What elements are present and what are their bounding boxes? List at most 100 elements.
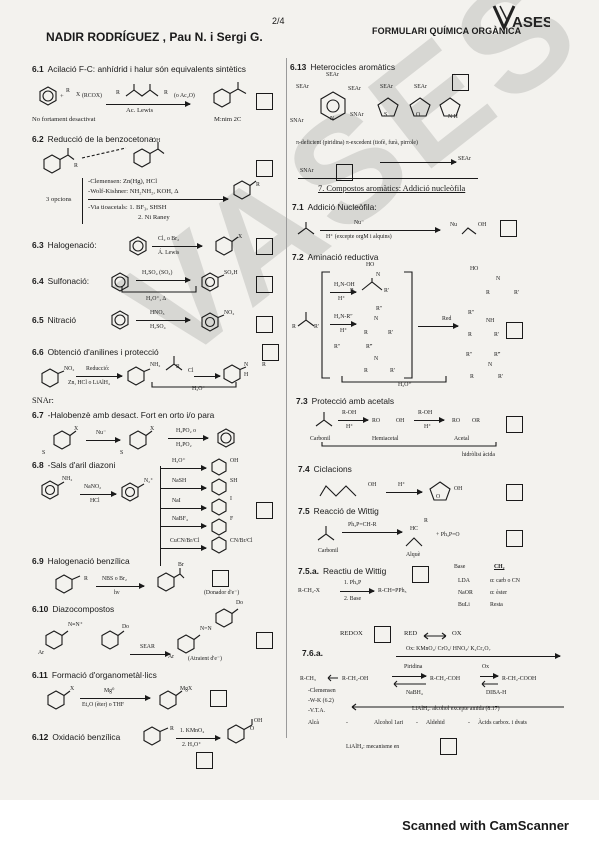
label-snar: SNAr xyxy=(290,118,304,124)
reaction-arrow xyxy=(418,323,459,329)
amide-product xyxy=(223,364,247,384)
checkbox-icon[interactable] xyxy=(212,570,229,587)
class-label: Alcà xyxy=(308,720,319,726)
label-no2: NO₂ xyxy=(224,310,235,316)
checkbox-icon[interactable] xyxy=(506,416,523,433)
label-sear: SEAr xyxy=(380,84,393,90)
checkbox-icon[interactable] xyxy=(452,74,469,91)
checkbox-icon[interactable] xyxy=(256,632,273,649)
vases-logo-icon: ASES xyxy=(492,5,550,32)
reagent-label: DIBA-H xyxy=(486,690,507,696)
label-ar: Ar xyxy=(168,654,175,660)
checkbox-icon[interactable] xyxy=(506,484,523,501)
halobenzene-product xyxy=(215,236,239,256)
benzene-ring-icon xyxy=(111,310,129,330)
label-rcho: R-CH₂-COH xyxy=(430,676,461,682)
thiophenol-product xyxy=(211,478,227,496)
camscanner-footer: Scanned with CamScanner xyxy=(402,818,569,833)
label-r: R xyxy=(486,290,490,296)
benzene-ring-icon xyxy=(111,272,129,292)
acetal-label: Acetal xyxy=(454,436,470,442)
checkbox-icon[interactable] xyxy=(506,322,523,339)
reverse-arrow xyxy=(327,674,338,682)
label-rcox: (RCOX) xyxy=(82,93,102,99)
diazonium-structure xyxy=(121,482,145,502)
label-o: O xyxy=(250,726,255,732)
heterocycle-note: π-deficient (piridina) π-excedent (tiofè… xyxy=(296,140,418,146)
label-oh: OH xyxy=(254,718,263,724)
label-n: N xyxy=(374,316,379,322)
aniline-structure xyxy=(127,366,151,386)
page-number: 2/4 xyxy=(272,16,285,26)
checkbox-icon[interactable] xyxy=(256,160,273,177)
donor-arene-structure xyxy=(215,608,239,628)
lialh4-note: LiAlH₄: alcohol excepte amida (8.17) xyxy=(412,706,500,712)
reaction-arrow xyxy=(152,243,203,249)
page-title: FORMULARI QUÍMICA ORGÀNICA xyxy=(372,26,522,36)
reaction-arrow xyxy=(380,159,457,165)
label-red: Red xyxy=(442,316,452,322)
nitrobenzene-product xyxy=(201,312,225,332)
checkbox-icon[interactable] xyxy=(336,164,353,181)
class-label: Alcohol 1ari xyxy=(374,720,404,726)
checkbox-icon[interactable] xyxy=(256,276,273,293)
reagent-label: H₃O⁺, Δ xyxy=(146,296,167,302)
label-rch3: R-CH₃ xyxy=(300,676,316,682)
checkbox-icon[interactable] xyxy=(440,738,457,755)
reagent-label: NBS o Br₂ xyxy=(102,576,127,582)
bracket-left xyxy=(321,271,330,379)
label-snar: SNAr xyxy=(350,112,364,118)
checkbox-icon[interactable] xyxy=(506,530,523,547)
alkylbenzene-structure xyxy=(55,574,81,594)
label-rpp: R" xyxy=(376,306,383,312)
label-no2: NO₂ xyxy=(64,366,75,372)
benzyl-bromide-product xyxy=(157,568,185,592)
reverse-arrow xyxy=(151,382,237,388)
reagent-label: Et₂O (èter) o THF xyxy=(82,702,124,708)
reagent-label: H₂N-OH xyxy=(334,282,355,288)
grignard-product xyxy=(159,690,183,710)
authors: NADIR RODRÍGUEZ , Pau N. i Sergi G. xyxy=(46,30,263,44)
substituted-product xyxy=(211,536,227,554)
checkbox-icon[interactable] xyxy=(256,238,273,255)
carbonyl-structure xyxy=(297,222,315,235)
reagent-label: NaBF₄ xyxy=(172,516,188,522)
label-s: S xyxy=(120,450,124,456)
reaction-arrow xyxy=(80,491,117,497)
checkbox-icon[interactable] xyxy=(256,316,273,333)
checkbox-icon[interactable] xyxy=(412,566,429,583)
label-ho: HO xyxy=(366,262,375,268)
label-oh: OH xyxy=(152,138,161,144)
section-7-title: 7. Compostos aromàtics: Addició nucleòfi… xyxy=(318,184,466,193)
checkbox-icon[interactable] xyxy=(196,752,213,769)
label-rp: R' xyxy=(390,368,395,374)
snar-label: SNAr: xyxy=(32,396,54,405)
alque-label: Alquè xyxy=(406,552,421,558)
wolf-kishner-label: -Wolf-Kishner: NH₂NH₂, KOH, Δ xyxy=(88,188,179,195)
reagent-label: CuCN/Br/Cl xyxy=(170,538,200,544)
label-oh: OH xyxy=(230,458,239,464)
checkbox-icon[interactable] xyxy=(374,626,391,643)
checkbox-icon[interactable] xyxy=(256,502,273,519)
label-n: N xyxy=(496,276,501,282)
checkbox-icon[interactable] xyxy=(262,344,279,361)
note-label: No fortament desactivat xyxy=(32,116,96,123)
reagent-label: H₂SO₄ (SO₃) xyxy=(142,270,173,276)
furan-structure xyxy=(409,97,431,117)
fluorobenzene-product xyxy=(211,518,227,536)
halobenzene-structure xyxy=(53,430,77,450)
reagent-label: H₃O⁺ xyxy=(172,458,186,464)
reagent-label: HCl xyxy=(90,498,100,504)
scanned-page: VASES 2/4 NADIR RODRÍGUEZ , Pau N. i Ser… xyxy=(0,0,599,800)
checkbox-icon[interactable] xyxy=(210,690,227,707)
checkbox-icon[interactable] xyxy=(500,220,517,237)
reagent-label: H₂N-R″ xyxy=(334,314,353,320)
checkbox-icon[interactable] xyxy=(256,93,273,110)
reagent-label: HNO₃ xyxy=(150,310,165,316)
benzoic-acid-product xyxy=(227,719,253,744)
label-so3h: SO₃H xyxy=(224,270,238,276)
